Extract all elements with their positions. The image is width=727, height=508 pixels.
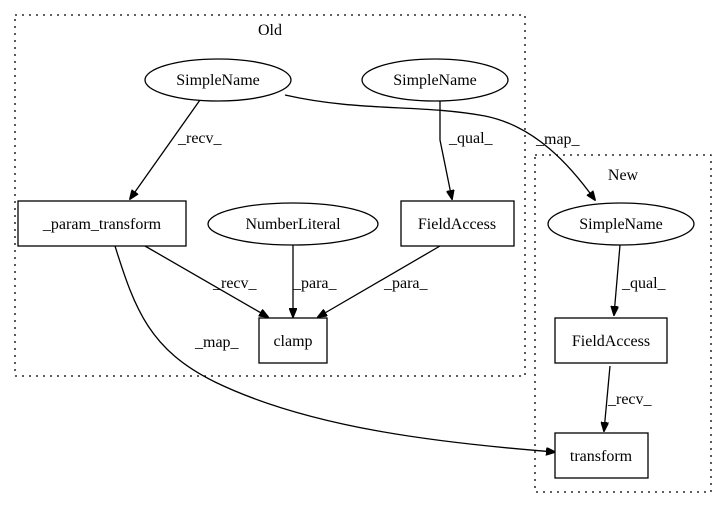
edge-new-field-access-transform: _recv_ bbox=[604, 365, 653, 431]
node-simplename-old-2[interactable]: SimpleName bbox=[361, 58, 509, 102]
node-label: SimpleName bbox=[579, 216, 663, 233]
cluster-old-label: Old bbox=[258, 22, 282, 39]
edge-label-recv-2: _recv_ bbox=[212, 275, 258, 292]
node-label: FieldAccess bbox=[418, 216, 496, 233]
node-label: SimpleName bbox=[393, 72, 477, 89]
edge-label-map-1: _map_ bbox=[535, 131, 581, 148]
node-field-access-new[interactable]: FieldAccess bbox=[554, 317, 668, 364]
cluster-new: New bbox=[534, 154, 712, 493]
edge-param-transform-clamp: _recv_ bbox=[144, 245, 268, 317]
edge-label-recv-1: _recv_ bbox=[177, 130, 223, 147]
cluster-new-label: New bbox=[608, 167, 639, 184]
edge-param-transform-transform: _map_ bbox=[114, 245, 555, 452]
edge-sn1-param-transform: _recv_ bbox=[130, 99, 223, 199]
node-label: transform bbox=[570, 448, 633, 465]
edge-label-para-1: _para_ bbox=[292, 275, 338, 292]
node-label: NumberLiteral bbox=[245, 216, 341, 233]
node-label: FieldAccess bbox=[572, 333, 650, 350]
edge-label-recv-3: _recv_ bbox=[607, 391, 653, 408]
edge-field-access-clamp: _para_ bbox=[318, 245, 441, 317]
node-simplename-new[interactable]: SimpleName bbox=[547, 202, 695, 246]
node-clamp[interactable]: clamp bbox=[258, 317, 328, 364]
edge-sn2-field-access: _qual_ bbox=[439, 100, 494, 199]
edge-new-simplename-field-access: _qual_ bbox=[614, 244, 667, 315]
edge-label-qual-2: _qual_ bbox=[621, 275, 667, 292]
node-label: clamp bbox=[273, 333, 312, 350]
edge-number-literal-clamp: _para_ bbox=[292, 244, 338, 317]
edge-label-qual-1: _qual_ bbox=[448, 130, 494, 147]
node-transform[interactable]: transform bbox=[554, 432, 649, 479]
cluster-old: Old bbox=[14, 14, 526, 377]
node-label: SimpleName bbox=[176, 72, 260, 89]
node-number-literal[interactable]: NumberLiteral bbox=[207, 202, 379, 246]
edge-label-map-2: _map_ bbox=[194, 334, 240, 351]
node-simplename-old-1[interactable]: SimpleName bbox=[144, 58, 292, 102]
node-param-transform[interactable]: _param_transform bbox=[17, 200, 187, 247]
edge-label-para-2: _para_ bbox=[383, 275, 429, 292]
edge-sn1-new-simplename: _map_ bbox=[284, 94, 595, 200]
node-field-access-old[interactable]: FieldAccess bbox=[400, 200, 515, 247]
node-label: _param_transform bbox=[42, 216, 162, 233]
